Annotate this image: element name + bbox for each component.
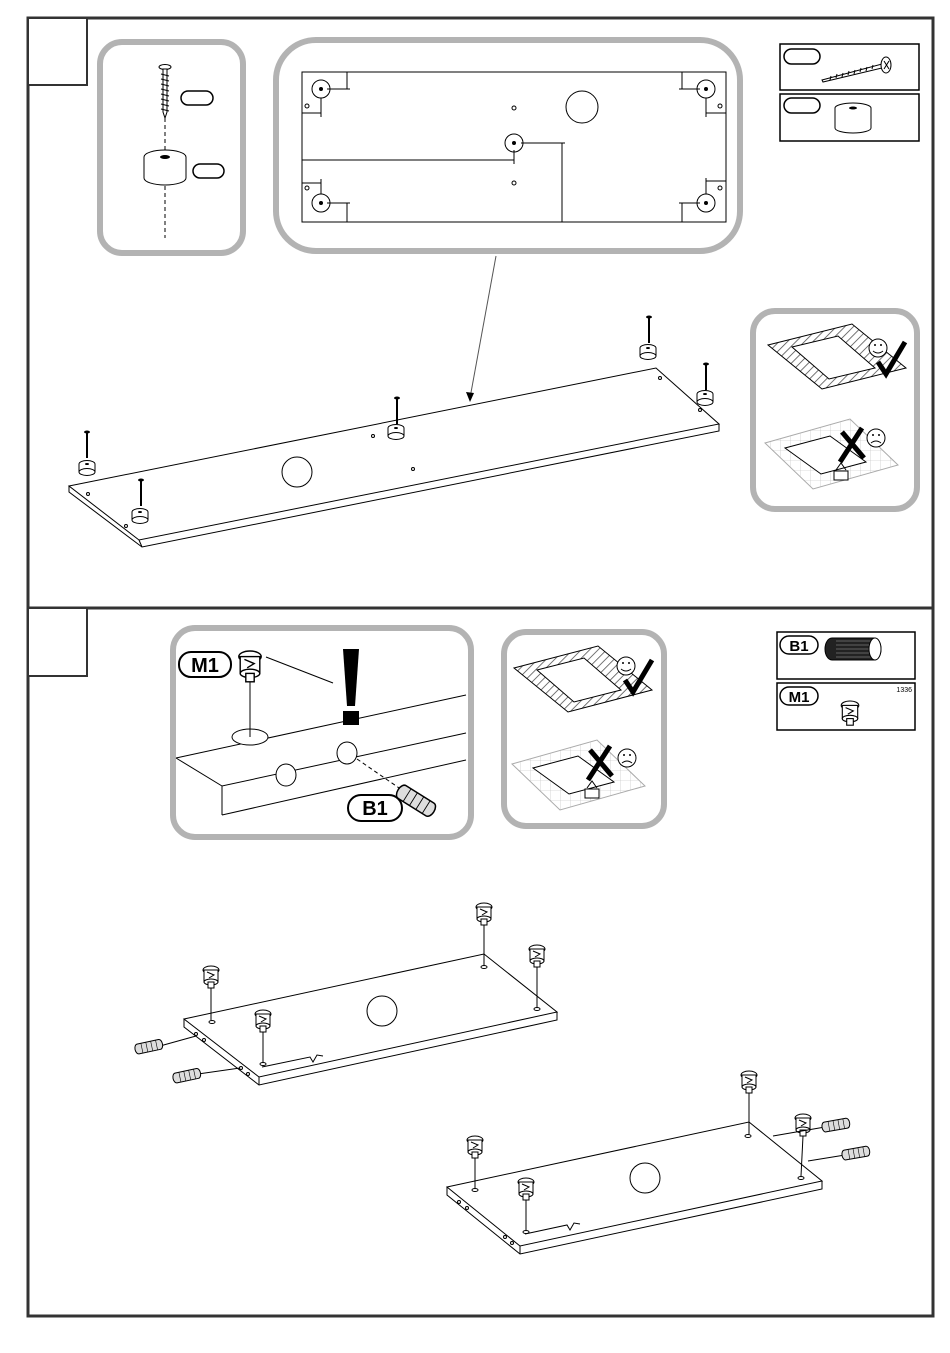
hole-position-plan-callout bbox=[276, 40, 740, 251]
parts-legend-screw bbox=[780, 44, 919, 90]
foot-icon bbox=[835, 103, 871, 133]
m1-legend-code: M1 bbox=[789, 689, 810, 706]
b1-tag-label: B1 bbox=[362, 798, 388, 820]
soft-surface-advice-callout bbox=[753, 311, 917, 509]
m1-legend-note: 1336 bbox=[896, 687, 912, 694]
foot-icon bbox=[144, 150, 186, 185]
m1-tag-label: M1 bbox=[191, 655, 219, 677]
cam-dowel-detail-callout: M1 B1 bbox=[173, 628, 471, 837]
parts-legend-foot bbox=[780, 94, 919, 141]
parts-legend-b1: B1 bbox=[777, 632, 915, 679]
b1-legend-code: B1 bbox=[789, 638, 808, 655]
parts-legend-m1: M1 1336 bbox=[777, 683, 915, 730]
dowel-icon bbox=[825, 638, 881, 660]
step-2-number-box bbox=[28, 608, 87, 676]
soft-surface-advice-callout bbox=[504, 632, 664, 826]
screw-part-tag bbox=[181, 91, 213, 105]
foot-part-tag bbox=[193, 164, 224, 178]
step-1-number-box bbox=[28, 18, 87, 85]
screw-foot-callout bbox=[100, 42, 243, 253]
